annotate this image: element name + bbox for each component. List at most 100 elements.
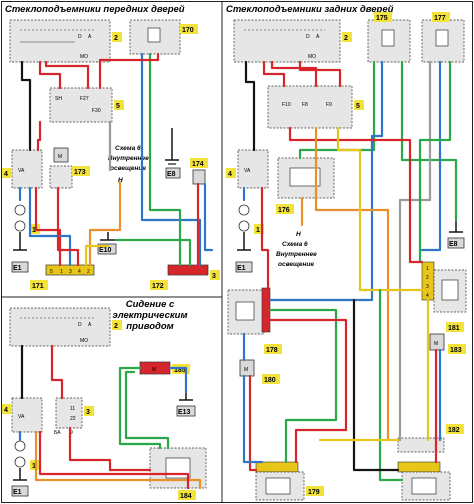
callout-173: 173 — [74, 169, 86, 176]
callout-1-seat: 1 — [32, 463, 36, 470]
callout-185: 185 — [174, 367, 186, 374]
callout-5-front-bg — [114, 100, 124, 110]
callout-173-bg — [72, 166, 90, 176]
svg-text:MO: MO — [80, 54, 88, 60]
callout-5-front: 5 — [116, 103, 120, 110]
front-ref-line1: Схема 6 — [115, 145, 141, 152]
callout-174-bg — [190, 158, 208, 168]
callout-175: 175 — [376, 15, 388, 22]
front-h-label: H — [118, 177, 123, 184]
svg-text:M: M — [244, 367, 248, 373]
callout-4-seat: 4 — [4, 407, 8, 414]
seat-fuse-1 — [11, 440, 29, 497]
rear-relay-177 — [421, 19, 465, 63]
svg-text:F8: F8 — [302, 102, 308, 108]
seat-title-line3: приводом — [126, 321, 173, 332]
callout-179-bg — [306, 486, 324, 496]
svg-text:3: 3 — [426, 284, 429, 290]
front-ref-line2: Внутреннее — [108, 155, 149, 162]
ground-e1-front: E1 — [13, 265, 22, 272]
svg-text:M: M — [58, 154, 62, 160]
front-ground-e8 — [165, 128, 181, 179]
front-motor-173: M — [49, 147, 73, 189]
svg-text:БА: БА — [54, 430, 61, 436]
callout-182-bg — [446, 424, 464, 434]
rear-switch-181: 1 2 3 4 — [421, 261, 467, 313]
callout-176-bg — [276, 204, 294, 214]
rear-switch-176 — [277, 157, 335, 199]
callout-4-front: 4 — [4, 171, 8, 178]
callout-2-rear-bg — [342, 32, 352, 42]
svg-text:A: A — [88, 34, 92, 40]
svg-text:22: 22 — [70, 416, 76, 422]
front-motor-174 — [192, 169, 206, 185]
callout-174: 174 — [192, 161, 204, 168]
seat-motor-185: M — [139, 361, 171, 375]
rear-wires — [242, 60, 458, 482]
callout-5-rear: 5 — [356, 103, 360, 110]
callout-172-bg — [150, 280, 168, 290]
front-wires — [18, 52, 214, 267]
svg-text:SH: SH — [55, 96, 62, 102]
rear-ref-line2: Внутреннее — [276, 251, 317, 258]
callout-4-front-bg — [2, 168, 12, 178]
front-ground-e10 — [97, 232, 117, 255]
seat-switch-184 — [149, 447, 207, 489]
rear-motor-183: M — [429, 333, 445, 351]
seat-wires — [18, 344, 202, 490]
svg-text:1: 1 — [60, 269, 63, 275]
svg-text:5: 5 — [50, 269, 53, 275]
ground-e10: E10 — [99, 247, 112, 254]
callout-175-bg — [374, 12, 392, 22]
front-battery-4: VA — [11, 149, 43, 189]
svg-text:F30: F30 — [92, 108, 101, 114]
callout-176: 176 — [278, 207, 290, 214]
callout-2-seat-bg — [112, 320, 122, 330]
rear-switch-178 — [227, 287, 271, 335]
callout-3-front: 3 — [212, 273, 216, 280]
rear-fuse-1 — [235, 204, 253, 273]
seat-ground-e13 — [176, 392, 196, 417]
ground-e1-seat: E1 — [13, 489, 22, 496]
callout-183-bg — [448, 344, 466, 354]
ground-e8-rear: E8 — [449, 241, 458, 248]
seat-ignition-switch: D A MO — [9, 307, 111, 347]
svg-text:A: A — [88, 322, 92, 328]
callout-172: 172 — [152, 283, 164, 290]
svg-text:F10: F10 — [282, 102, 291, 108]
rear-ground-e8 — [447, 220, 465, 249]
callout-178-bg — [264, 344, 282, 354]
callout-4-rear-bg — [226, 168, 236, 178]
svg-text:D: D — [78, 322, 82, 328]
front-fuse-block-5: SH F27 F30 — [49, 87, 113, 123]
svg-text:D: D — [306, 34, 310, 40]
callout-2-seat: 2 — [114, 323, 118, 330]
front-ref-line3: освещение — [110, 165, 146, 172]
svg-text:9: 9 — [70, 430, 73, 436]
svg-text:MO: MO — [80, 338, 88, 344]
rear-fuse-block-5: F10 F8 F9 — [267, 85, 353, 129]
ground-e1-rear: E1 — [237, 265, 246, 272]
svg-text:VA: VA — [18, 414, 25, 420]
callout-171-bg — [30, 280, 48, 290]
callout-177: 177 — [434, 15, 446, 22]
callout-183: 183 — [450, 347, 462, 354]
svg-text:F9: F9 — [326, 102, 332, 108]
rear-ignition-switch: D A MO — [233, 19, 341, 63]
seat-title-line1: Сидение с — [126, 299, 175, 310]
callout-5-rear-bg — [354, 100, 364, 110]
svg-text:MO: MO — [308, 54, 316, 60]
svg-text:2: 2 — [87, 269, 90, 275]
callout-171: 171 — [32, 283, 44, 290]
seat-title-line2: электрическим — [112, 310, 187, 321]
callout-179: 179 — [308, 489, 320, 496]
callout-180: 180 — [264, 377, 276, 384]
callout-170: 170 — [182, 27, 194, 34]
svg-text:M: M — [152, 367, 156, 373]
svg-text:A: A — [316, 34, 320, 40]
rear-battery-4: VA — [237, 149, 269, 189]
callout-184-bg — [178, 490, 196, 500]
svg-text:VA: VA — [18, 168, 25, 174]
